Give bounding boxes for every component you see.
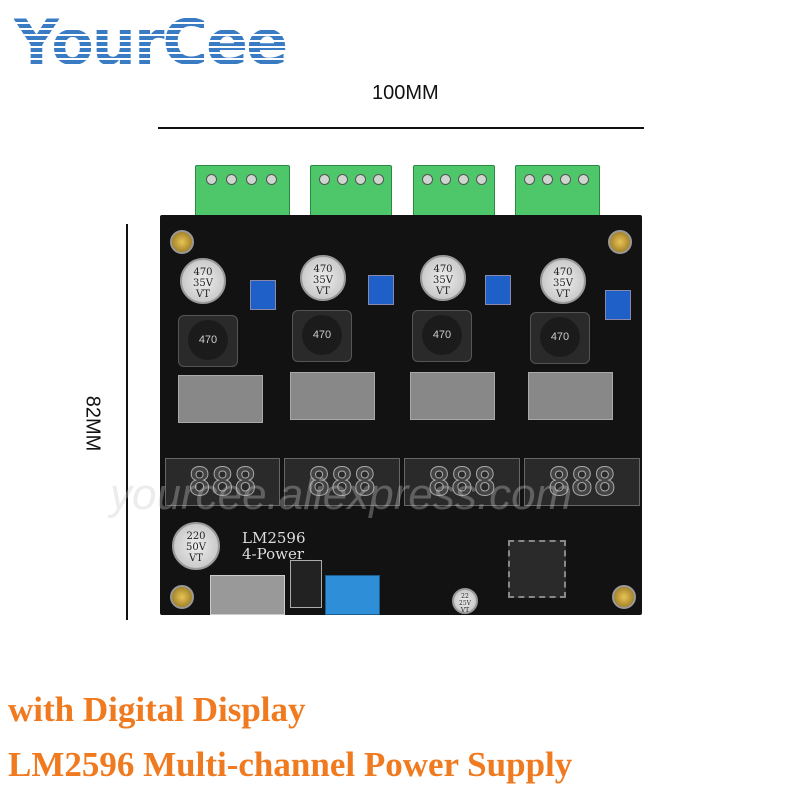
caption-line-1: with Digital Display bbox=[8, 690, 306, 729]
height-dimension-arrow bbox=[126, 224, 128, 620]
lm2596-regulator bbox=[178, 375, 263, 423]
width-dimension-arrow bbox=[158, 127, 644, 129]
input-capacitor: 220 50V VT bbox=[172, 522, 220, 570]
mounting-screw bbox=[608, 230, 632, 254]
display-digits: 888 bbox=[188, 460, 258, 505]
caption-line-2: LM2596 Multi-channel Power Supply bbox=[8, 745, 573, 784]
lm2596-regulator bbox=[290, 372, 375, 420]
mounting-screw bbox=[170, 585, 194, 609]
display-digits: 888 bbox=[307, 460, 377, 505]
inductor-label: 470 bbox=[188, 320, 228, 360]
inductor: 470 bbox=[412, 310, 472, 362]
lm2596-regulator bbox=[528, 372, 613, 420]
microcontroller-chip bbox=[508, 540, 566, 598]
trimmer-potentiometer bbox=[605, 290, 631, 320]
small-capacitor: 22 25V VT bbox=[452, 588, 478, 614]
output-capacitor: 470 35V VT bbox=[540, 258, 586, 304]
display-digits: 888 bbox=[547, 460, 617, 505]
inductor-label: 470 bbox=[540, 317, 580, 357]
output-capacitor: 470 35V VT bbox=[180, 258, 226, 304]
trimmer-potentiometer bbox=[485, 275, 511, 305]
brand-logo: YourCee bbox=[14, 6, 288, 79]
inductor-label: 470 bbox=[422, 315, 462, 355]
diode bbox=[290, 560, 322, 608]
power-switch bbox=[210, 575, 285, 615]
inductor: 470 bbox=[178, 315, 238, 367]
silkscreen-subtitle: 4-Power bbox=[242, 545, 305, 563]
trimmer-potentiometer bbox=[368, 275, 394, 305]
mounting-screw bbox=[612, 585, 636, 609]
seven-segment-display: 888 bbox=[165, 458, 280, 506]
seven-segment-display: 888 bbox=[404, 458, 520, 506]
inductor-label: 470 bbox=[302, 315, 342, 355]
output-capacitor: 470 35V VT bbox=[300, 255, 346, 301]
width-dimension-label: 100MM bbox=[372, 82, 439, 104]
seven-segment-display: 888 bbox=[284, 458, 400, 506]
watermark: yourcee.aliexpress.com bbox=[110, 470, 573, 519]
input-terminal bbox=[325, 575, 380, 615]
lm2596-regulator bbox=[410, 372, 495, 420]
seven-segment-display: 888 bbox=[524, 458, 640, 506]
inductor: 470 bbox=[292, 310, 352, 362]
trimmer-potentiometer bbox=[250, 280, 276, 310]
display-digits: 888 bbox=[427, 460, 497, 505]
inductor: 470 bbox=[530, 312, 590, 364]
output-capacitor: 470 35V VT bbox=[420, 255, 466, 301]
mounting-screw bbox=[170, 230, 194, 254]
silkscreen-model: LM2596 bbox=[242, 529, 306, 547]
height-dimension-label: 82MM bbox=[81, 395, 104, 452]
